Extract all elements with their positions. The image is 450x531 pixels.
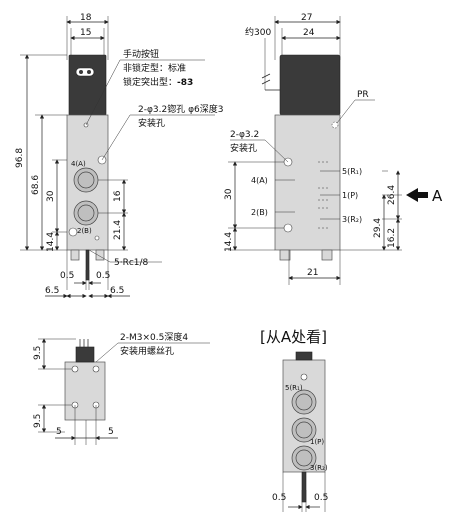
callout-button-2: 非锁定型：标准 (123, 62, 186, 74)
front-dim-05-right: 0.5 (96, 271, 110, 281)
side-dim-14: 14.4 (224, 232, 234, 252)
side-port-2b: 2(B) (251, 208, 268, 217)
front-dim-18: 18 (80, 13, 92, 23)
callout-hole-2: 安装孔 (138, 117, 165, 129)
view-a-title: [从A处看] (260, 328, 327, 346)
callout-hole-1: 2-φ3.2锪孔 φ6深度3 (138, 103, 223, 115)
front-dim-65-right: 6.5 (110, 286, 124, 296)
front-view: 18 15 4(A) 2(B) 96.8 68.6 (15, 13, 223, 299)
side-port-5: 5(R₁) (342, 167, 362, 176)
side-dim-26: 26.4 (387, 185, 397, 205)
front-dim-65-left: 6.5 (45, 286, 59, 296)
front-dim-96: 96.8 (15, 148, 25, 168)
front-dim-30: 30 (46, 190, 56, 202)
bottom-plate (64, 361, 106, 421)
side-callout-hole-2: 安装孔 (230, 142, 257, 154)
front-mount-hole-bottom (68, 227, 78, 237)
side-port-3: 3(R₂) (342, 215, 362, 224)
manual-button-icon (75, 67, 95, 77)
side-view: 27 24 约300 PR 4(A) 2(B) 5(R₁) 1(P) 3(R₂)… (224, 13, 443, 285)
front-dim-15: 15 (80, 28, 91, 38)
bottom-dim-5-right: 5 (108, 427, 114, 437)
front-port-rc-label: 5·Rc1/8 (114, 258, 149, 268)
bottom-callout-2: 安装用螺丝孔 (120, 345, 174, 357)
side-dim-approx300: 约300 (245, 26, 271, 38)
side-dim-29: 29.4 (373, 218, 383, 238)
bottom-view: 2-M3×0.5深度4 安装用螺丝孔 9.5 9.5 5 5 (33, 331, 210, 445)
side-arrow-a-label: A (432, 187, 443, 205)
view-a-port-5: 5(R₁) (285, 384, 303, 392)
side-dim-16: 16.2 (387, 228, 397, 248)
bottom-dim-5-left: 5 (56, 427, 62, 437)
side-dim-24: 24 (303, 28, 315, 38)
bottom-callout-1: 2-M3×0.5深度4 (120, 331, 188, 343)
side-dim-27: 27 (301, 13, 312, 23)
front-dim-16: 16 (113, 190, 123, 202)
side-port-1: 1(P) (342, 191, 358, 200)
view-a-dim-05-right: 0.5 (314, 493, 328, 503)
side-solenoid (279, 54, 341, 116)
callout-button-1: 手动按钮 (123, 48, 159, 60)
side-callout-hole-1: 2-φ3.2 (230, 130, 259, 140)
view-a-port-1: 1(P) (310, 438, 324, 446)
front-port-2b-label: 2(B) (77, 227, 92, 235)
bottom-dim-95-top: 9.5 (33, 346, 43, 360)
bottom-dim-95-bottom: 9.5 (33, 414, 43, 428)
front-dim-21: 21.4 (113, 220, 123, 240)
side-dim-21: 21 (307, 268, 318, 278)
front-solenoid (68, 54, 107, 116)
view-a-dim-05-left: 0.5 (272, 493, 286, 503)
side-label-pr: PR (357, 90, 369, 100)
view-a: [从A处看] 5(R₁) 1(P) 3(R₂) 0.5 0.5 (260, 328, 328, 512)
view-a-port-3: 3(R₂) (310, 464, 328, 472)
callout-button-3: 锁定突出型：-83 (123, 76, 193, 88)
front-dim-14: 14.4 (46, 232, 56, 252)
view-a-arrow-icon (406, 188, 428, 202)
front-dim-68: 68.6 (31, 175, 41, 195)
front-port-4a-label: 4(A) (71, 160, 86, 168)
side-port-4a: 4(A) (251, 176, 268, 185)
front-dim-05-left: 0.5 (60, 271, 74, 281)
side-dim-30: 30 (224, 188, 234, 200)
